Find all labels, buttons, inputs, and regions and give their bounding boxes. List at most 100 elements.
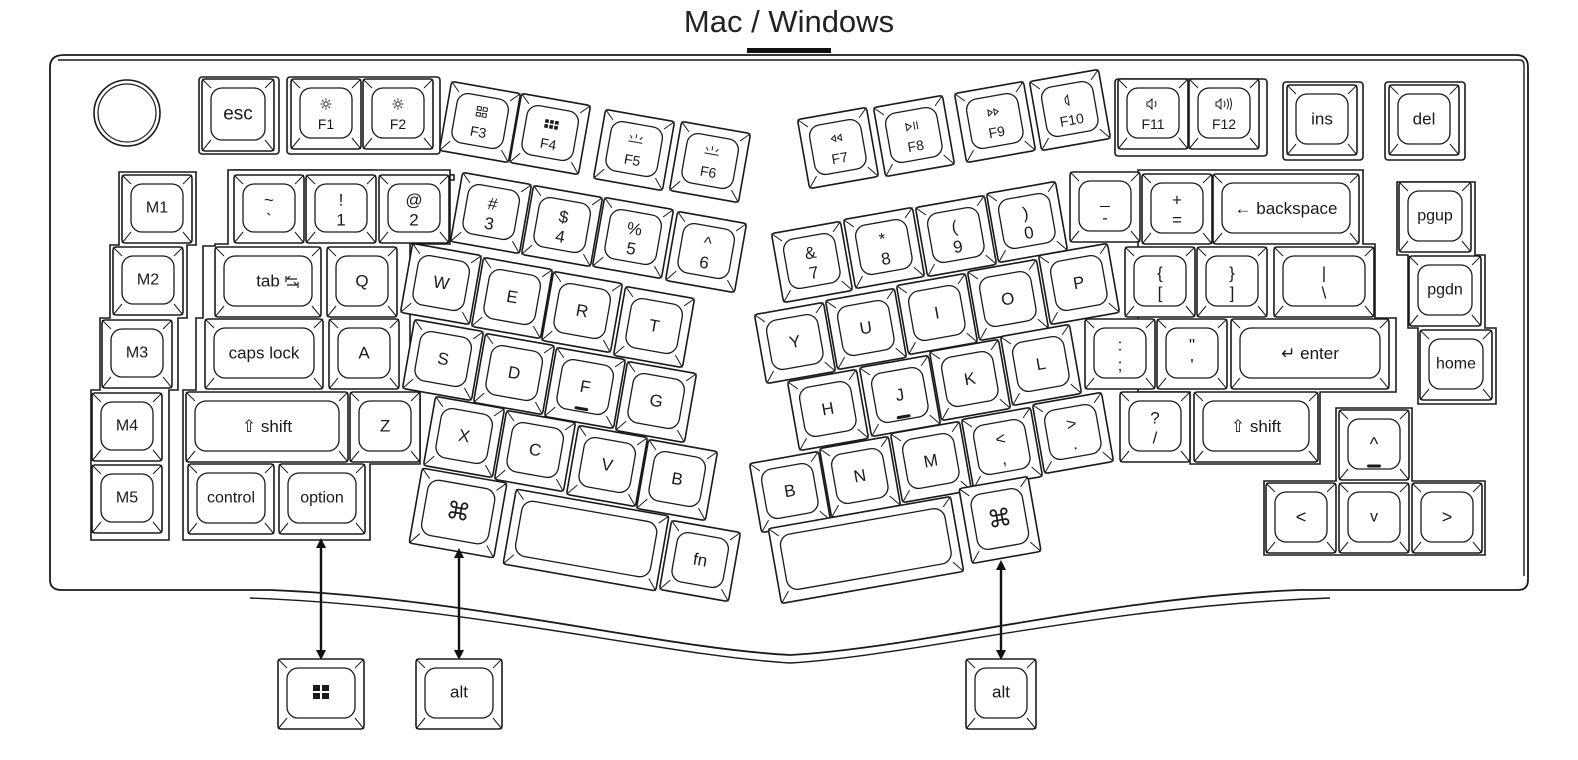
key-n9[interactable]: (9 xyxy=(915,195,997,277)
key-pgdn[interactable]: pgdn xyxy=(1408,255,1482,327)
key-q[interactable]: Q xyxy=(326,246,398,318)
key-n1[interactable]: !1 xyxy=(305,174,377,244)
m2-legend: M2 xyxy=(137,272,159,289)
key-left-shift[interactable]: ⇧ shift xyxy=(185,391,349,463)
s-legend: S xyxy=(436,349,450,370)
tab-arrows-icon xyxy=(285,275,299,288)
key-quote[interactable]: "' xyxy=(1156,318,1228,390)
key-right-shift[interactable]: ⇧ shift xyxy=(1193,391,1319,463)
key-g[interactable]: G xyxy=(615,361,697,443)
key-f8[interactable]: F8 xyxy=(873,95,955,177)
key-a[interactable]: A xyxy=(328,318,400,390)
key-slash[interactable]: ?/ xyxy=(1119,391,1191,463)
key-j[interactable]: J xyxy=(859,355,941,437)
right-legend: > xyxy=(1442,507,1453,527)
key-space-left[interactable] xyxy=(502,488,670,592)
key-c[interactable]: C xyxy=(494,410,576,492)
key-v[interactable]: V xyxy=(566,425,648,507)
key-control[interactable]: control xyxy=(187,463,275,535)
key-semicolon[interactable]: :; xyxy=(1084,318,1156,390)
key-k[interactable]: K xyxy=(929,339,1011,421)
key-n4[interactable]: $4 xyxy=(521,185,603,267)
n8-shift-legend: * xyxy=(878,229,888,249)
key-grave[interactable]: ~` xyxy=(233,174,305,244)
key-arrow-left[interactable]: < xyxy=(1265,482,1337,554)
key-home[interactable]: home xyxy=(1419,329,1493,401)
key-f7[interactable]: F7 xyxy=(797,107,879,189)
key-b-left[interactable]: B xyxy=(636,439,718,521)
key-n[interactable]: N xyxy=(819,436,901,518)
key-n8[interactable]: *8 xyxy=(843,207,925,289)
key-n2[interactable]: @2 xyxy=(378,174,450,244)
key-h[interactable]: H xyxy=(787,369,869,451)
key-backslash[interactable]: |\ xyxy=(1273,246,1375,318)
key-w[interactable]: W xyxy=(400,243,482,325)
key-f3[interactable]: F3 xyxy=(439,81,521,163)
key-n5[interactable]: %5 xyxy=(592,197,674,279)
key-option[interactable]: option xyxy=(278,463,366,535)
key-n7[interactable]: &7 xyxy=(771,221,853,303)
rotary-knob-icon[interactable] xyxy=(93,79,161,147)
key-pgup[interactable]: pgup xyxy=(1398,181,1472,253)
key-z[interactable]: Z xyxy=(349,391,421,463)
key-f1[interactable]: F1 xyxy=(290,78,362,150)
key-arrow-up[interactable]: ^ xyxy=(1338,409,1410,481)
key-f4[interactable]: F4 xyxy=(509,93,591,175)
key-command-right[interactable]: ⌘ xyxy=(958,476,1042,564)
key-f9[interactable]: F9 xyxy=(954,81,1036,163)
key-caps[interactable]: caps lock xyxy=(204,318,324,390)
pgup-legend: pgup xyxy=(1417,208,1453,225)
key-o[interactable]: O xyxy=(967,259,1049,341)
key-enter[interactable]: ↵ enter xyxy=(1230,318,1390,390)
key-f10[interactable]: F10 xyxy=(1029,69,1111,151)
ff-icon xyxy=(987,108,1000,118)
arrow-command-right-to-alt xyxy=(996,560,1006,660)
key-u[interactable]: U xyxy=(825,288,907,370)
key-n6[interactable]: ^6 xyxy=(665,211,747,293)
key-tab[interactable]: tab xyxy=(214,246,322,318)
key-ins[interactable]: ins xyxy=(1286,84,1358,156)
key-minus[interactable]: _- xyxy=(1069,171,1141,243)
key-e[interactable]: E xyxy=(471,257,553,339)
key-f11[interactable]: F11 xyxy=(1117,78,1189,150)
key-f6[interactable]: F6 xyxy=(669,121,751,203)
key-arrow-right[interactable]: > xyxy=(1411,482,1483,554)
key-period[interactable]: >. xyxy=(1032,392,1114,474)
key-m[interactable]: M xyxy=(890,421,972,503)
key-equal[interactable]: += xyxy=(1141,173,1213,245)
key-space-right[interactable] xyxy=(767,496,965,604)
key-backspace[interactable]: ← backspace xyxy=(1212,173,1360,245)
key-p[interactable]: P xyxy=(1038,243,1120,325)
key-f2[interactable]: F2 xyxy=(362,78,434,150)
r-legend: R xyxy=(574,301,589,322)
key-t[interactable]: T xyxy=(613,286,695,368)
key-command-left[interactable]: ⌘ xyxy=(408,467,508,559)
key-del[interactable]: del xyxy=(1388,84,1460,156)
key-b-right[interactable]: B xyxy=(749,451,831,533)
key-arrow-down[interactable]: v xyxy=(1338,482,1410,554)
key-rbracket[interactable]: }] xyxy=(1196,246,1268,318)
key-r[interactable]: R xyxy=(541,271,623,353)
key-comma[interactable]: <, xyxy=(961,407,1043,489)
alt-key-callout-right-legend: alt xyxy=(992,683,1010,702)
key-x[interactable]: X xyxy=(423,396,505,478)
windows-key-callout xyxy=(277,658,365,730)
key-lbracket[interactable]: {[ xyxy=(1124,246,1196,318)
key-m2[interactable]: M2 xyxy=(112,246,184,316)
key-m1[interactable]: M1 xyxy=(121,174,193,244)
key-m5[interactable]: M5 xyxy=(91,464,163,534)
key-fn[interactable]: fn xyxy=(659,520,741,602)
key-m4[interactable]: M4 xyxy=(91,392,163,462)
key-s[interactable]: S xyxy=(402,319,484,401)
key-n3[interactable]: #3 xyxy=(450,172,532,254)
key-l[interactable]: L xyxy=(1000,324,1082,406)
key-d[interactable]: D xyxy=(473,333,555,415)
key-f5[interactable]: F5 xyxy=(593,109,675,191)
key-n0[interactable]: )0 xyxy=(986,181,1068,263)
key-f[interactable]: F xyxy=(544,347,626,429)
key-y[interactable]: Y xyxy=(754,302,836,384)
key-f12[interactable]: F12 xyxy=(1188,78,1260,150)
key-esc[interactable]: esc xyxy=(201,78,275,152)
key-i[interactable]: I xyxy=(896,273,978,355)
key-m3[interactable]: M3 xyxy=(101,319,173,389)
